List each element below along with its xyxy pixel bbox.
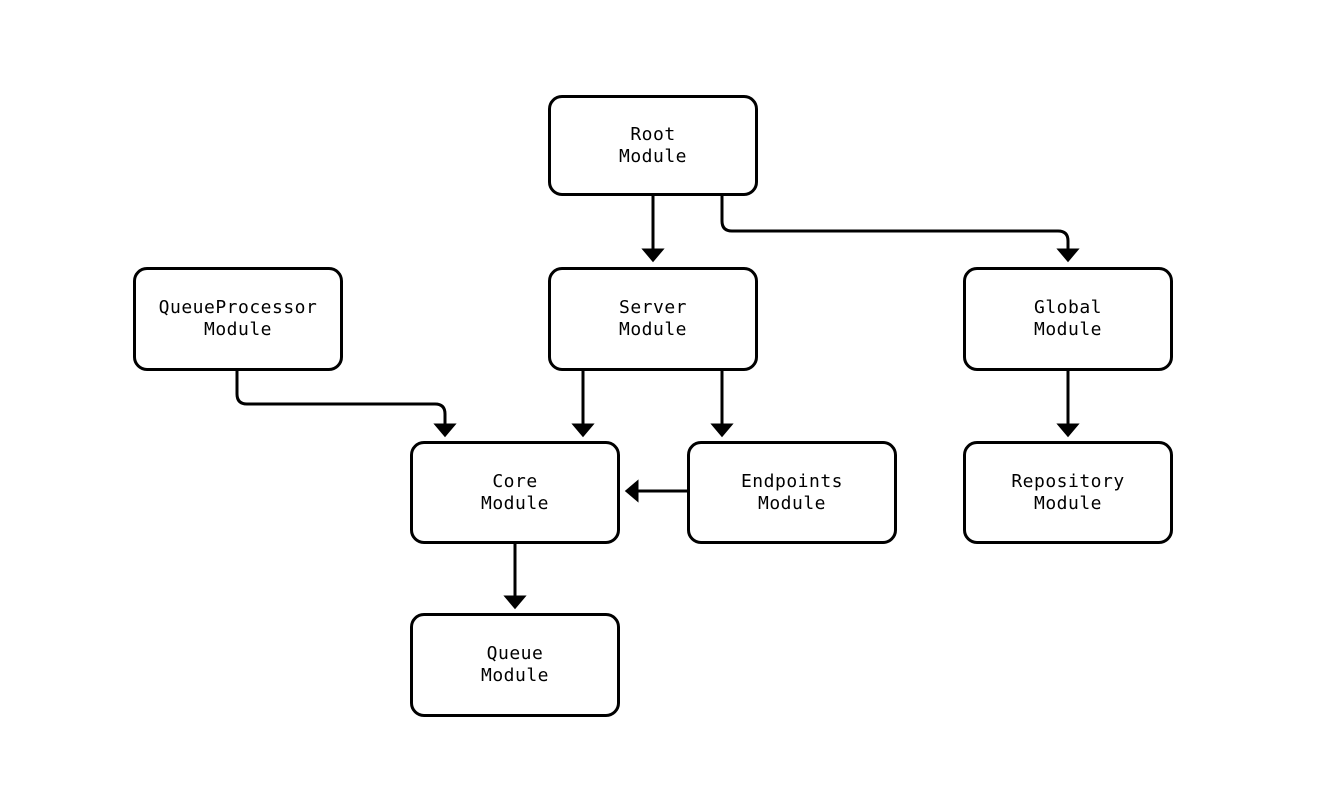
node-root-label-line2: Module <box>618 145 688 167</box>
edge-queueprocessor-to-core <box>235 371 457 438</box>
node-core-label-line2: Module <box>480 492 550 514</box>
node-queue-label-line1: Queue <box>486 643 544 664</box>
node-queueprocessor-label-line1: QueueProcessor <box>158 297 318 318</box>
node-server-label-line1: Server <box>618 297 688 318</box>
node-server-label-line2: Module <box>618 319 688 340</box>
node-root-label-line1: Root <box>630 123 676 145</box>
node-global-label-line1: Global <box>1033 297 1103 318</box>
node-repository-label-line1: Repository <box>1011 470 1125 492</box>
node-endpoints-label-line1: Endpoints <box>740 470 844 492</box>
node-global-label-line2: Module <box>1033 319 1103 340</box>
node-core-label-line1: Core <box>492 470 538 492</box>
node-queueprocessor-label-line2: Module <box>203 319 273 340</box>
node-endpoints-label-line2: Module <box>757 492 827 514</box>
node-queue-label-line2: Module <box>480 665 550 686</box>
edge-root-to-global <box>720 196 1080 263</box>
node-repository-label-line2: Module <box>1033 492 1103 514</box>
